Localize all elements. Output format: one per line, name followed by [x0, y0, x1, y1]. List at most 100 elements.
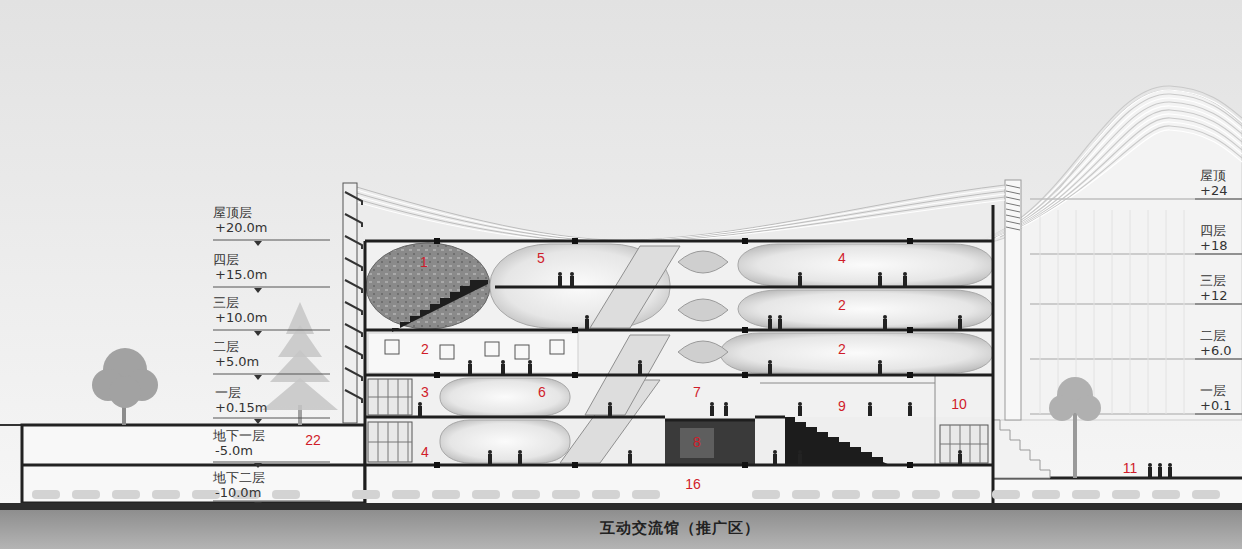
person: [878, 360, 882, 364]
car: [1032, 490, 1060, 499]
person: [798, 276, 802, 286]
level-label: +0.15m: [215, 400, 268, 415]
floor-slab: [755, 416, 785, 419]
level-label: 地下二层: [213, 470, 265, 485]
car: [872, 490, 900, 499]
car: [912, 490, 940, 499]
callout-number: 8: [693, 434, 701, 450]
tree-crown: [1075, 395, 1101, 421]
car: [152, 490, 180, 499]
right-mullion: [1094, 210, 1095, 414]
person: [528, 364, 532, 374]
right-floor-line: [1030, 303, 1242, 305]
conifer: [270, 350, 330, 382]
ground-band: [0, 503, 1242, 510]
tree-crown: [109, 376, 141, 408]
level-label: 一层: [1200, 383, 1226, 398]
level-label: +15.0m: [215, 267, 268, 282]
roof-strand: [960, 86, 1242, 245]
fin: [1006, 191, 1020, 194]
person: [773, 454, 777, 464]
level-label: 地下一层: [213, 428, 265, 443]
facade-fin: [345, 192, 362, 205]
conifer: [262, 378, 338, 410]
callout-number: 16: [685, 476, 701, 492]
exhibit-frame: [485, 342, 499, 356]
person: [1158, 467, 1162, 477]
level-label: -10.0m: [215, 485, 261, 500]
right-mullion: [1166, 210, 1167, 414]
pod: [440, 420, 570, 463]
column: [742, 462, 748, 468]
level-underline: [1195, 254, 1242, 255]
fin: [1006, 215, 1020, 218]
column: [742, 372, 748, 378]
callout-number: 4: [421, 444, 429, 460]
column: [572, 462, 578, 468]
right-building-mass: [990, 90, 1242, 420]
level-label: 四层: [213, 252, 239, 267]
level-label: -5.0m: [215, 443, 253, 458]
person: [418, 402, 422, 406]
floor-slab: [365, 329, 993, 332]
person: [501, 360, 505, 364]
car: [792, 490, 820, 499]
level-label: 四层: [1200, 223, 1226, 238]
person: [628, 450, 632, 454]
level-label: 一层: [215, 385, 241, 400]
column: [572, 372, 578, 378]
shelf-line: [940, 444, 988, 445]
fin: [1006, 197, 1020, 200]
facade-fin: [345, 346, 362, 359]
person: [468, 364, 472, 374]
right-mullion: [1148, 210, 1149, 414]
level-underline: [1195, 359, 1242, 360]
column: [572, 327, 578, 333]
canopy-strand: [350, 194, 1005, 242]
person: [798, 402, 802, 406]
level-label: +20.0m: [215, 220, 268, 235]
car: [272, 490, 300, 499]
basement-slab: [22, 464, 365, 467]
level-marker: [254, 331, 262, 336]
left-basement: [22, 425, 365, 503]
person: [798, 450, 802, 454]
person: [908, 402, 912, 406]
level-label: 三层: [213, 295, 239, 310]
person: [1148, 463, 1152, 467]
shelving: [940, 425, 988, 463]
person: [638, 364, 642, 374]
person: [570, 276, 574, 286]
floor-slab: [365, 464, 993, 467]
sculpture: [678, 341, 728, 363]
car: [512, 490, 540, 499]
person: [558, 276, 562, 286]
roof-strand: [996, 122, 1242, 238]
level-underline: [213, 462, 330, 463]
car: [832, 490, 860, 499]
level-label: +24: [1200, 183, 1227, 198]
person: [724, 406, 728, 416]
car: [632, 490, 660, 499]
column: [907, 462, 913, 468]
column: [572, 238, 578, 244]
callout-number: 3: [421, 384, 429, 400]
exhibit-frame: [550, 340, 564, 354]
person: [1158, 463, 1162, 467]
facade-fin: [345, 302, 362, 315]
callout-number: 11: [1123, 460, 1138, 476]
person: [878, 276, 882, 286]
car: [552, 490, 580, 499]
facade-fin: [345, 236, 362, 249]
partition: [935, 375, 936, 465]
canopy-strand: [350, 200, 1005, 244]
sculpture: [678, 251, 728, 273]
car: [72, 490, 100, 499]
floor-slab: [495, 286, 993, 289]
car: [392, 490, 420, 499]
person: [585, 319, 589, 329]
facade-fin: [345, 368, 362, 381]
column: [907, 372, 913, 378]
wall: [992, 205, 995, 503]
